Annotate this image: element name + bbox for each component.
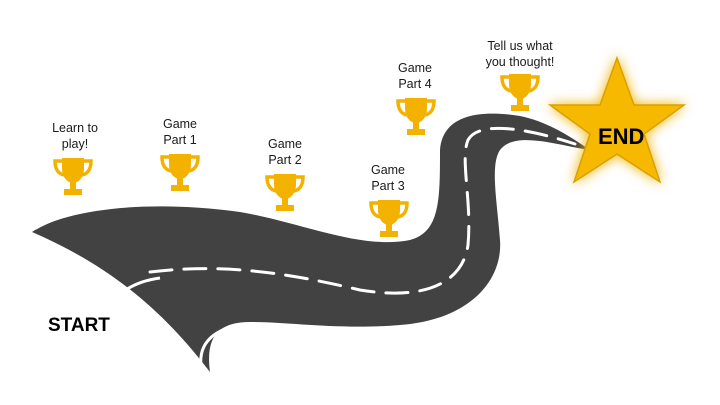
start-label: START [48, 315, 110, 336]
milestone-label-part4: Game Part 4 [397, 61, 433, 91]
trophy-icon [396, 96, 436, 137]
trophy-icon [500, 72, 540, 113]
trophy-icon [369, 198, 409, 239]
milestone-label-feedback: Tell us what you thought! [485, 39, 555, 69]
road-centerline [148, 126, 577, 295]
milestone-label-part1: Game Part 1 [162, 117, 198, 147]
road-edge-bottom [116, 276, 161, 298]
trophy-icon [53, 156, 93, 197]
milestone-label-learn: Learn to play! [52, 121, 98, 151]
milestone-label-part3: Game Part 3 [370, 163, 406, 193]
milestone-label-part2: Game Part 2 [267, 137, 303, 167]
road [32, 113, 590, 373]
trophy-icon [160, 152, 200, 193]
road-edge-top [34, 200, 242, 230]
end-star [547, 55, 687, 184]
end-label: END [598, 124, 645, 149]
road-edge-bottom-2 [199, 323, 241, 373]
trophy-icon [265, 172, 305, 213]
